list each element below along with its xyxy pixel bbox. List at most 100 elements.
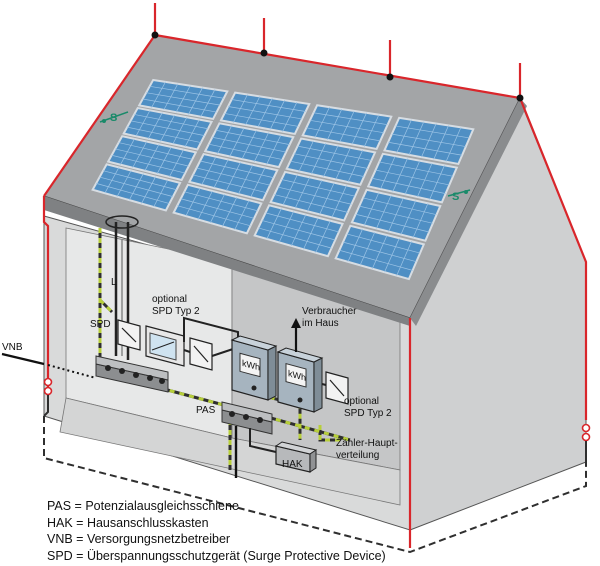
separation-label: S xyxy=(110,112,117,124)
pv-cell-line xyxy=(142,98,217,113)
consumer-label-line2: im Haus xyxy=(302,318,339,329)
pv-cell-line xyxy=(342,241,417,263)
eave-conductor-left xyxy=(43,34,156,197)
optional-label: optional xyxy=(152,294,187,305)
pv-cell-line xyxy=(261,220,336,241)
pv-cell-line xyxy=(339,249,413,271)
spd-type2-label: SPD Typ 2 xyxy=(152,306,200,317)
pv-cell-line xyxy=(362,197,437,216)
meter-pv: kWh xyxy=(230,335,278,401)
separation-marker-left: S xyxy=(99,111,129,124)
test-joint xyxy=(581,423,591,433)
pv-cell-line xyxy=(215,129,290,145)
spd-label: SPD xyxy=(90,319,111,330)
pv-cell-line xyxy=(346,233,421,254)
separation-label: S xyxy=(452,191,459,203)
pv-cell-line xyxy=(111,154,186,174)
ridge-nodes xyxy=(151,31,524,102)
hak-line xyxy=(249,428,277,453)
gable-conductor xyxy=(518,97,588,420)
consumer-arrow-head xyxy=(291,318,301,328)
pv-cell-line xyxy=(127,126,201,143)
pv-cell-line xyxy=(265,212,339,233)
pv-cell-line xyxy=(212,136,287,153)
meter-reading-label: kWh xyxy=(288,368,306,383)
roof-right-edge xyxy=(410,98,527,326)
vnb-label: VNB xyxy=(2,342,23,353)
pv-cell-line xyxy=(200,160,274,179)
pv-cell-line xyxy=(149,85,224,99)
pv-cell-line xyxy=(309,119,385,134)
pv-cell-line xyxy=(99,176,174,197)
equipotential-bar-left xyxy=(95,355,169,393)
pv-cell-line xyxy=(274,194,348,213)
distribution-label-line2: verteilung xyxy=(336,450,379,461)
meter-reading-label: kWh xyxy=(242,358,260,373)
pv-cell-line xyxy=(224,113,299,127)
legend-item: PAS = Potenzialausgleichsschiene xyxy=(47,499,239,513)
pv-cell-line xyxy=(180,198,255,219)
legend-item: SPD = Überspannungsschutzgerät (Surge Pr… xyxy=(47,548,386,563)
spd-ac-optional-top[interactable] xyxy=(189,337,213,371)
pv-cell-line xyxy=(196,167,271,186)
pv-cell-line xyxy=(359,205,433,224)
spd-ac-optional-right[interactable] xyxy=(325,371,349,405)
roof-cable-entry xyxy=(105,215,139,229)
separation-marker-right: S xyxy=(447,189,471,203)
legend: PAS = Potenzialausgleichsschiene HAK = H… xyxy=(47,498,567,564)
pv-cell-line xyxy=(184,191,258,212)
pv-cell-line xyxy=(388,141,463,156)
distribution-label: Zähler-Haupt- xyxy=(336,438,398,449)
pv-cell-line xyxy=(391,133,466,147)
pv-cell-line xyxy=(297,145,372,161)
meter-house: kWh xyxy=(276,347,324,413)
pas-bar xyxy=(221,401,273,435)
lightning-protection xyxy=(42,3,588,548)
test-joints xyxy=(43,377,591,442)
ridge-conductor xyxy=(154,33,521,100)
pv-cell-line xyxy=(146,92,221,106)
roof-edge xyxy=(44,196,410,326)
foundation-earth xyxy=(43,416,587,554)
pv-cell-line xyxy=(227,106,303,120)
pv-cell-line xyxy=(231,99,306,112)
pv-cell-line xyxy=(379,161,454,177)
pv-cell-line xyxy=(395,125,470,139)
pv-cell-line xyxy=(306,127,381,142)
pv-cell-line xyxy=(192,174,267,194)
pas-label: PAS xyxy=(196,405,216,416)
pv-cell-line xyxy=(115,148,189,167)
hak-box: HAK xyxy=(274,441,318,473)
grid-line xyxy=(1,352,45,366)
pv-cell-line xyxy=(290,160,365,177)
earth-link-left xyxy=(43,395,49,417)
legend-item: VNB = Versorgungsnetzbetreiber xyxy=(47,532,231,546)
spd-dc[interactable] xyxy=(117,319,141,351)
grid-line-inside xyxy=(47,364,97,379)
pv-cell-line xyxy=(277,186,352,205)
test-joint xyxy=(43,377,53,387)
pv-array xyxy=(91,78,475,281)
pv-cell-line xyxy=(134,114,209,130)
pv-cell-line xyxy=(258,227,332,249)
pv-cell-line xyxy=(96,183,170,204)
legend-item: HAK = Hausanschlusskasten xyxy=(47,515,209,530)
pv-cell-line xyxy=(208,143,283,160)
down-conductor-left xyxy=(42,196,50,396)
consumer-label: Verbraucher xyxy=(302,306,357,317)
optional-label-right: optional xyxy=(344,396,379,407)
pv-cell-line xyxy=(371,177,446,194)
pv-cell-line xyxy=(281,179,356,197)
hak-label: HAK xyxy=(282,459,303,470)
pv-cell-line xyxy=(293,153,368,169)
pv-cell-line xyxy=(118,142,193,160)
test-joint xyxy=(581,432,591,442)
inverter xyxy=(145,325,185,367)
pv-cell-line xyxy=(103,170,177,191)
test-joint xyxy=(43,386,53,396)
pv-cell-line xyxy=(177,205,251,227)
pv-cell-line xyxy=(130,120,205,136)
pv-cell-line xyxy=(375,169,450,186)
cable-length-label: L xyxy=(111,277,117,288)
